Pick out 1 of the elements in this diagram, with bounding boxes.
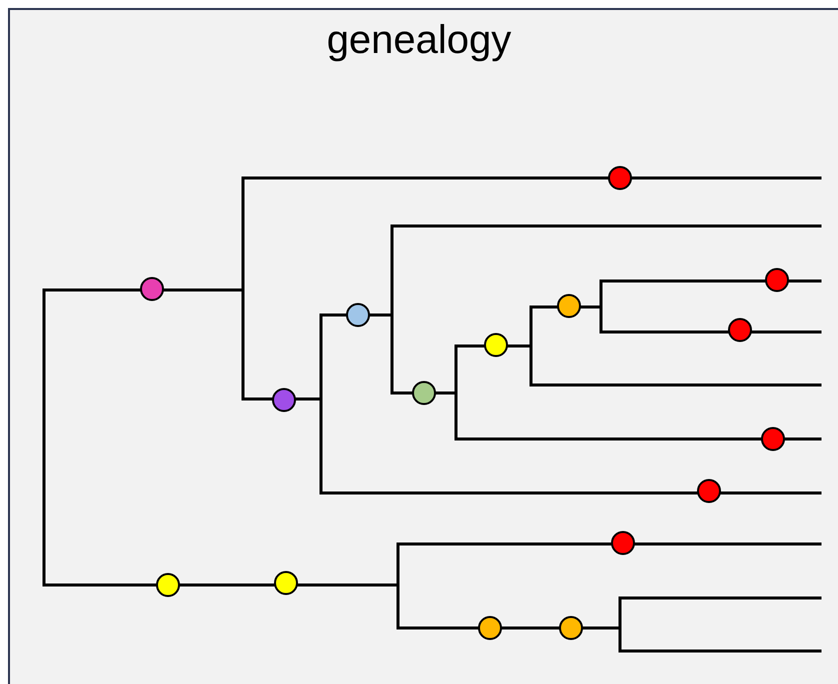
diagram-title: genealogy	[326, 18, 512, 63]
